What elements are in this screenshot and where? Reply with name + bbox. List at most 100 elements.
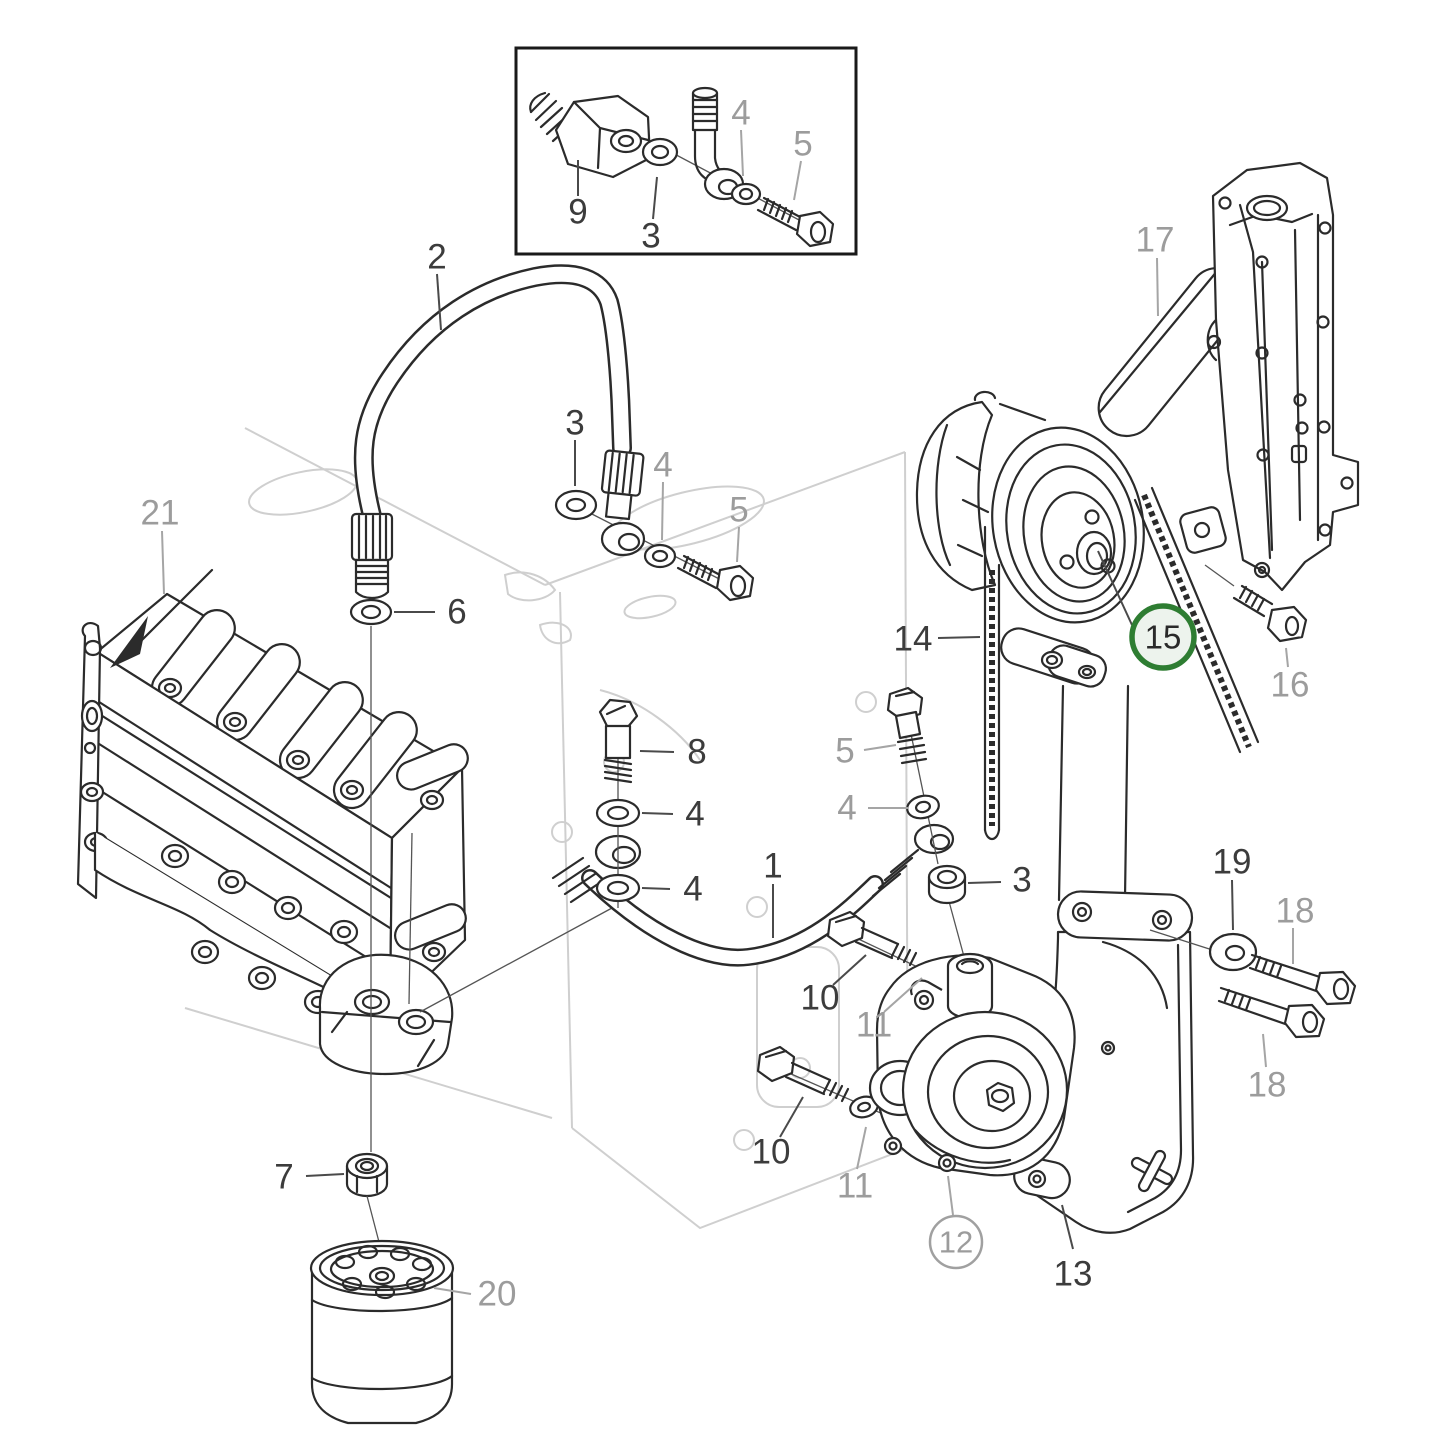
banjo-bolt-5-mid — [676, 554, 755, 602]
callout-number: 8 — [687, 733, 706, 772]
banjo-bolt-8-stack — [595, 698, 641, 908]
callout-number: 11 — [856, 1006, 892, 1045]
callout-number: 4 — [837, 789, 856, 828]
callout-11-18: 11 — [856, 977, 923, 1045]
callout-1-13: 1 — [763, 847, 783, 938]
fuel-filter-20 — [309, 1195, 455, 1425]
flange-bolt-16 — [1204, 564, 1308, 643]
callout-number: 18 — [1276, 892, 1315, 931]
block-lower-bosses — [93, 832, 391, 1015]
direction-arrow — [110, 568, 214, 668]
callout-leader-line — [661, 481, 664, 541]
callout-10-19: 10 — [752, 1096, 804, 1172]
line1-right-eye — [913, 823, 955, 855]
sealing-washer-6 — [349, 598, 393, 626]
callout-number: 4 — [683, 870, 702, 909]
callout-number: 19 — [1213, 843, 1252, 882]
callout-leader-line — [1231, 879, 1234, 931]
fuel-hose-2 — [350, 264, 755, 602]
callout-leader-line — [1285, 647, 1289, 668]
callout-6-8: 6 — [394, 593, 467, 632]
callout-17-26: 17 — [1136, 221, 1175, 317]
callout-4-6: 4 — [653, 446, 673, 541]
callout-number: 4 — [653, 446, 672, 485]
callout-number: 17 — [1136, 221, 1175, 260]
callout-leader-line — [1097, 550, 1133, 626]
callout-number: 5 — [835, 732, 854, 771]
callout-5-14: 5 — [835, 732, 897, 771]
callout-leader-line — [947, 1175, 954, 1216]
callout-number: 15 — [1145, 619, 1182, 656]
callout-8-10: 8 — [639, 733, 707, 772]
callout-16-25: 16 — [1271, 647, 1309, 705]
bolt-10-lower — [756, 1045, 907, 1125]
sealing-washer-4-mid — [643, 543, 677, 569]
nut-3-pump — [927, 864, 967, 965]
drive-belt-14 — [983, 486, 1260, 841]
hose2-upper-fitting — [600, 449, 645, 521]
callout-leader-line — [305, 1173, 345, 1177]
callout-leader-line — [793, 160, 802, 201]
callout-14-23: 14 — [894, 620, 981, 659]
callout-18-27: 18 — [1276, 892, 1315, 964]
callout-21-9: 21 — [141, 494, 180, 595]
callout-11-20: 11 — [837, 1126, 873, 1206]
highlight-circle — [1129, 603, 1197, 671]
callout-13-22: 13 — [1054, 1204, 1092, 1294]
callout-12-21[interactable]: 12 — [928, 1175, 984, 1270]
fuel-valve-block-21 — [76, 568, 613, 1152]
callout-number: 11 — [837, 1167, 873, 1206]
callout-number: 7 — [274, 1158, 293, 1197]
pump-pulley — [901, 1010, 1069, 1170]
pump-top-port — [946, 952, 994, 1020]
callout-leader-line — [1262, 1033, 1267, 1068]
callout-leader-line — [967, 881, 1002, 884]
callout-number: 2 — [427, 238, 446, 277]
callout-number: 18 — [1248, 1066, 1287, 1105]
filter-head — [318, 953, 454, 1076]
callout-number: 21 — [141, 494, 180, 533]
drive-pulley-15 — [991, 426, 1145, 624]
callout-leader-line — [639, 750, 675, 753]
callout-number: 5 — [729, 491, 748, 530]
callout-18-28: 18 — [1248, 1033, 1287, 1105]
ghost-engine-block — [184, 427, 909, 1230]
pulley-mount-lugs — [1000, 627, 1107, 688]
callout-leader-line — [1156, 257, 1159, 317]
callout-number: 3 — [565, 404, 584, 443]
banjo-bolt-5-inset — [756, 196, 835, 248]
callout-leader-line — [641, 812, 674, 815]
callout-3-5: 3 — [565, 404, 585, 486]
callout-leader-line — [937, 636, 981, 639]
callout-number: 4 — [731, 94, 750, 133]
callout-leader-line — [779, 1096, 804, 1138]
mounting-bracket-17 — [1097, 161, 1360, 592]
callout-3-1: 3 — [641, 176, 661, 256]
callout-4-11: 4 — [641, 795, 705, 834]
callout-3-16: 3 — [967, 861, 1032, 900]
callout-20-31: 20 — [433, 1275, 516, 1314]
callout-19-29: 19 — [1213, 843, 1252, 931]
callout-circle — [928, 1214, 984, 1270]
bolt-5-right-stack — [886, 686, 940, 865]
callout-leader-line — [433, 1287, 472, 1295]
callout-9-0: 9 — [568, 160, 588, 232]
adapter-fitting-9 — [529, 91, 652, 179]
callout-7-30: 7 — [274, 1158, 345, 1197]
callout-leader-line — [740, 129, 744, 177]
callout-10-17: 10 — [801, 954, 867, 1018]
callout-number: 4 — [685, 795, 704, 834]
pulley-assembly — [915, 390, 1260, 841]
callout-leader-line — [641, 887, 671, 890]
callout-number: 3 — [641, 217, 660, 256]
callout-leader-line — [856, 1126, 867, 1170]
bolt-18-lower — [1217, 986, 1326, 1039]
callout-number: 3 — [1012, 861, 1031, 900]
callout-15-24[interactable]: 15 — [1097, 550, 1197, 671]
callout-leader-line — [736, 526, 740, 563]
callout-leader-line — [832, 954, 867, 986]
bolt-18-upper — [1248, 953, 1357, 1006]
hose2-elbow-eye — [600, 521, 646, 557]
